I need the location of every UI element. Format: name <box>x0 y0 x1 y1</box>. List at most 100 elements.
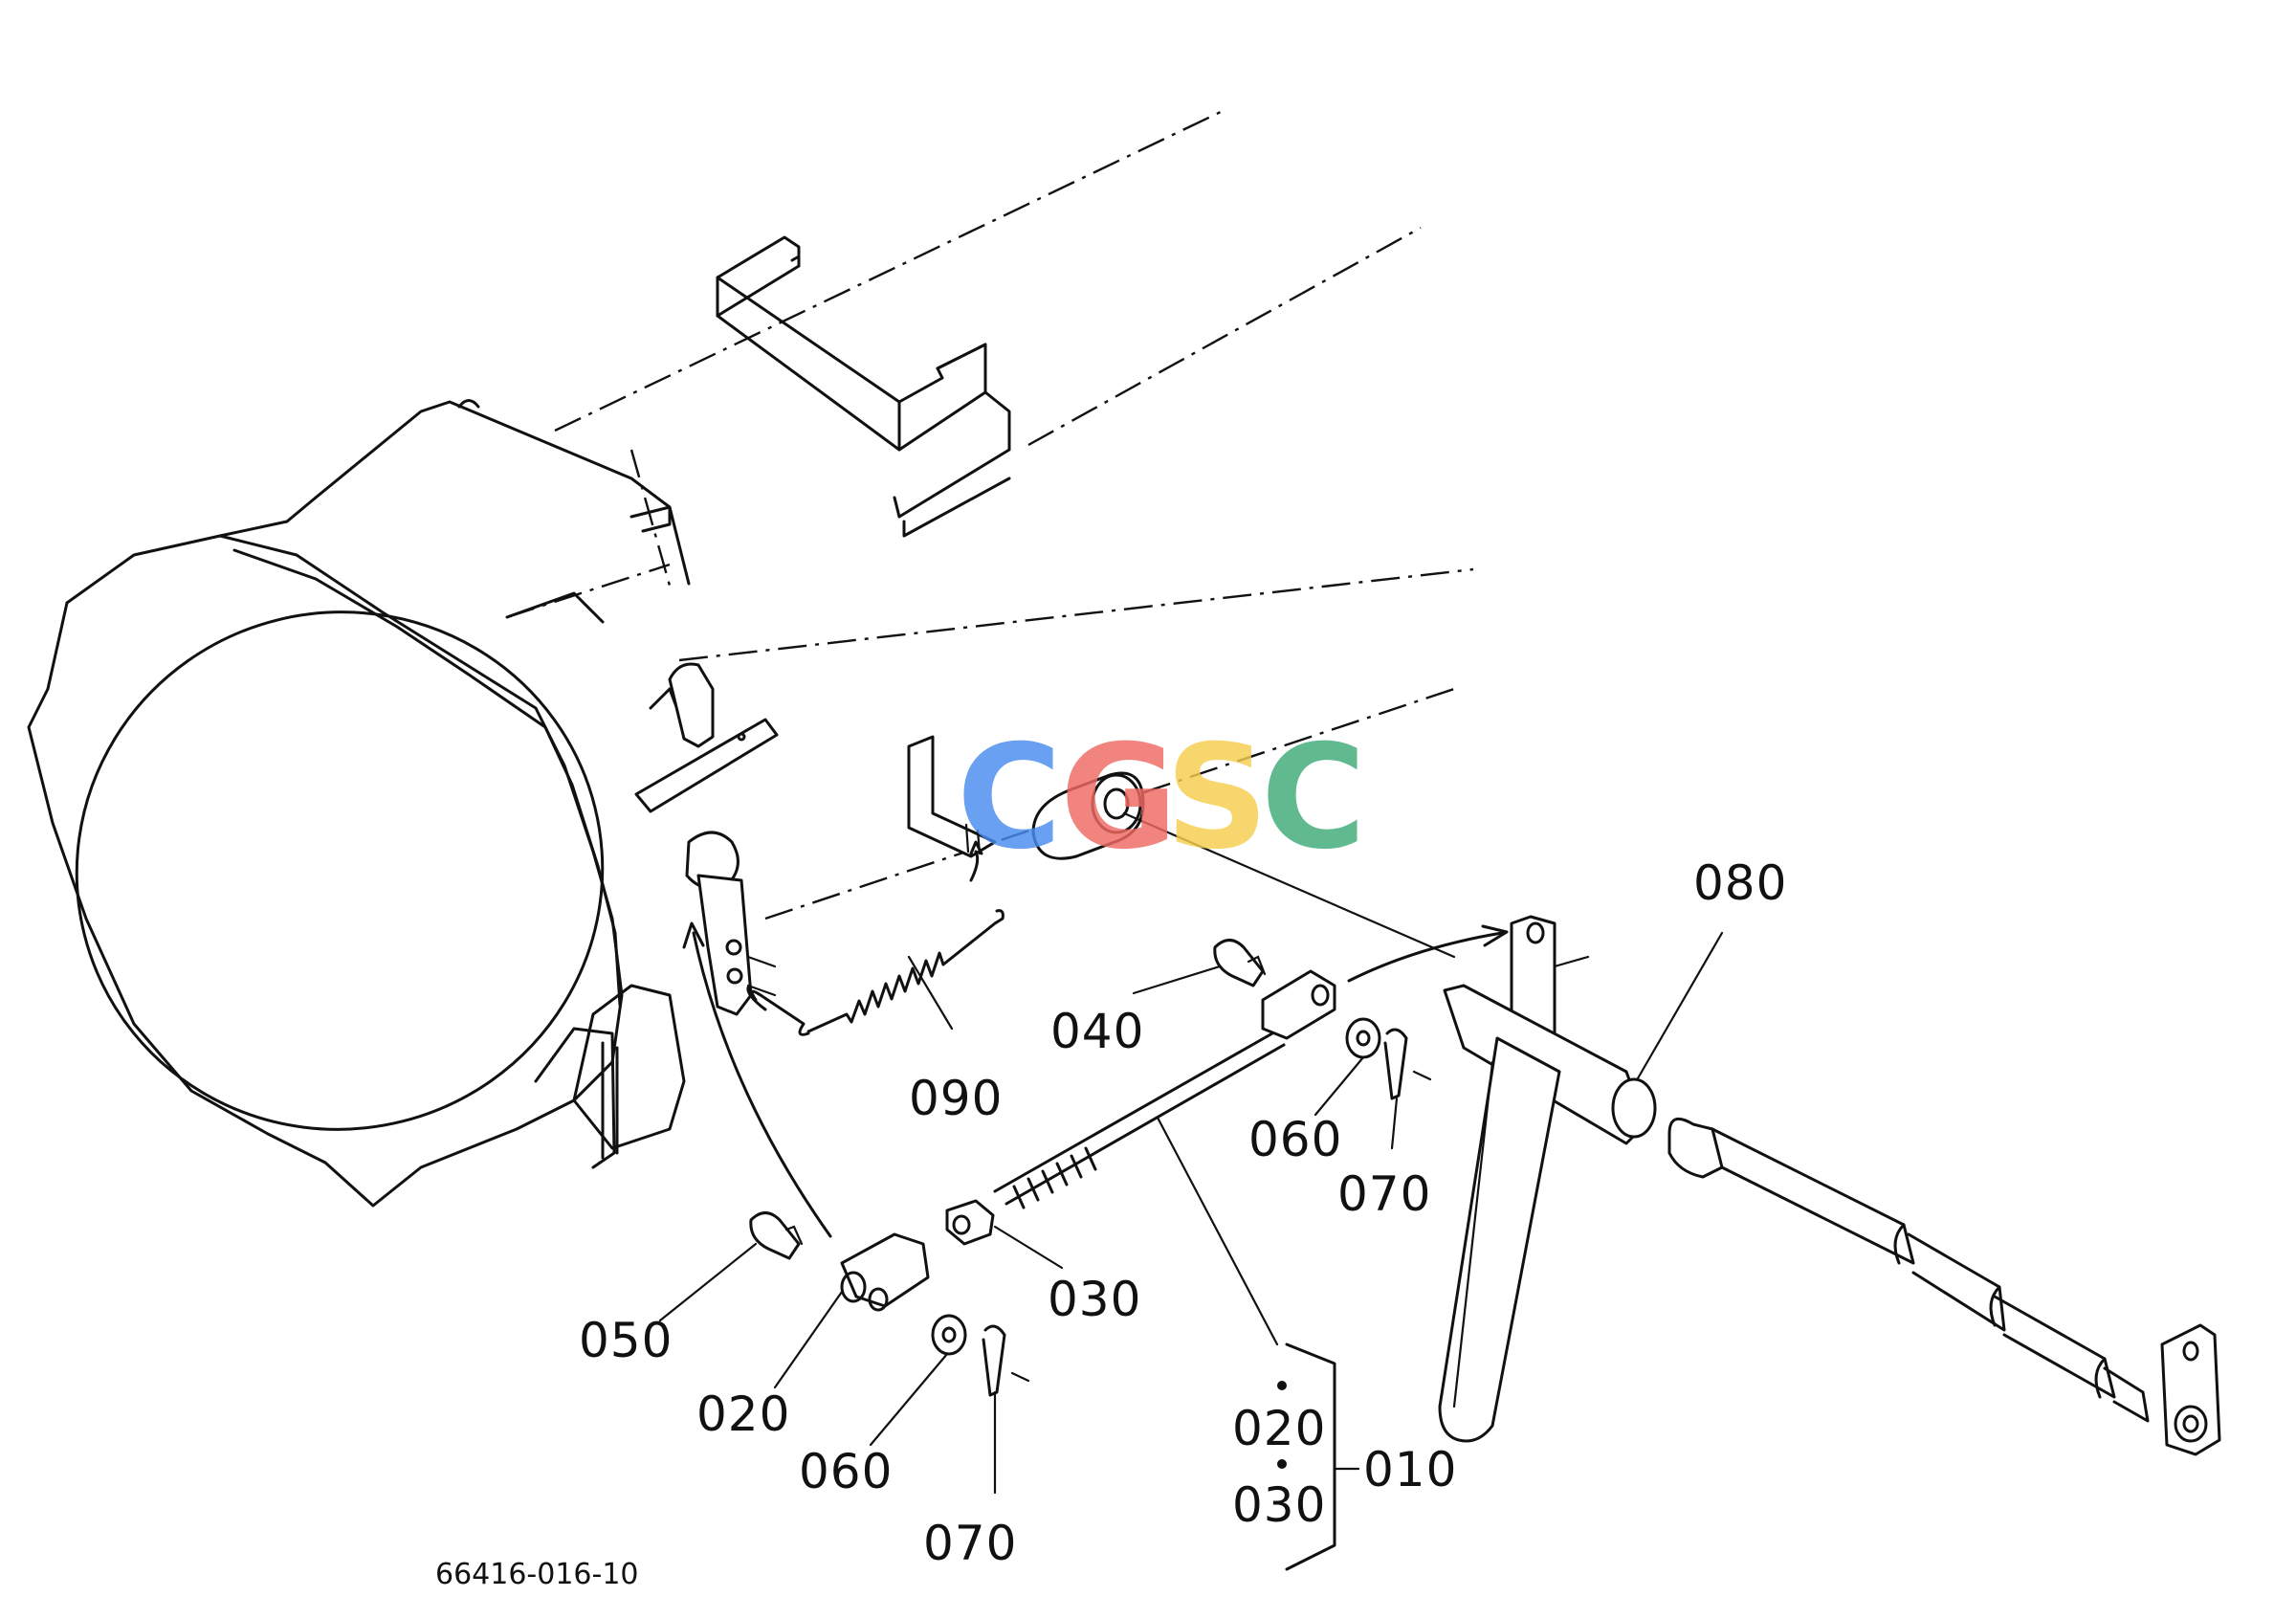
shaft-section-1 <box>1711 1127 1915 1265</box>
pedal-link-arrowhead <box>1481 924 1509 947</box>
phantom-line-upper <box>1027 226 1422 447</box>
watermark-letter-c1: C <box>957 715 1062 881</box>
clutch-pedal <box>1438 915 1657 1443</box>
rear-clevis <box>840 1232 930 1312</box>
pedal-cross-shaft <box>1667 1117 2221 1456</box>
spring-arrow-head <box>969 840 983 855</box>
group-member-030: 030 <box>1232 1477 1326 1533</box>
callout-090: 090 <box>909 1071 1003 1126</box>
watermark-letter-c2: C <box>1261 715 1366 881</box>
drawing-code: 66416-016-10 <box>435 1558 639 1591</box>
rear-clevis-hole-2 <box>868 1287 889 1312</box>
callout-030: 030 <box>1048 1272 1141 1327</box>
clevis-link-arrowhead <box>682 921 705 949</box>
housing-mount-edge <box>601 1041 619 1160</box>
bell-housing-opening <box>75 610 605 1131</box>
shaft-axis-line <box>1122 811 1456 959</box>
callout-060-lower: 060 <box>799 1444 893 1499</box>
spring-hook-right <box>941 909 1004 966</box>
end-plate-bore <box>2182 1414 2199 1433</box>
housing-notch <box>629 505 672 533</box>
lock-nut <box>945 1199 995 1246</box>
clevis-link-arrow <box>692 931 832 1238</box>
shaft-step-1 <box>1893 1223 1906 1265</box>
leader-070-upper <box>1390 1097 1399 1150</box>
leader-050 <box>658 1242 758 1322</box>
front-clevis-hole <box>1311 984 1330 1007</box>
spring-hook-arrow <box>969 850 980 882</box>
watermark-letter-g: G <box>1060 715 1178 881</box>
housing-mount-bracket <box>534 1027 616 1169</box>
callout-020: 020 <box>696 1386 790 1442</box>
end-plate-boss <box>2174 1405 2208 1443</box>
clevis-pins <box>749 939 1267 1260</box>
pedal-link-arrow <box>1347 931 1504 983</box>
watermark-logo: C G S C <box>957 715 1366 881</box>
anchor-bracket-body <box>907 735 997 858</box>
phantom-line-flange <box>629 449 672 587</box>
washer-upper-hole <box>1356 1030 1371 1047</box>
shaft-collar <box>1667 1117 1724 1179</box>
clevis-pin-040-tip <box>1247 955 1267 976</box>
saddle-lip <box>902 477 1011 538</box>
clevis-pin-040 <box>1213 939 1265 987</box>
housing-rib <box>505 591 605 624</box>
callout-070-upper: 070 <box>1337 1166 1431 1222</box>
washer-lower-hole <box>941 1326 957 1343</box>
end-plate-hole <box>2182 1341 2199 1362</box>
callout-080: 080 <box>1693 855 1787 911</box>
lock-nut-bore <box>952 1214 971 1235</box>
callout-040: 040 <box>1050 1004 1144 1059</box>
lever-pin-marks <box>746 955 777 997</box>
shaft-boss-body <box>1031 771 1145 860</box>
clevis-rod-assembly <box>993 969 1336 1209</box>
rod-upper-edge <box>993 1031 1274 1193</box>
callout-labels: 080 040 090 060 070 030 050 020 060 070 … <box>579 855 1787 1571</box>
washers <box>931 1017 1381 1356</box>
pedal-pin-mark <box>1553 955 1590 968</box>
pedal-hub-bore <box>1611 1077 1657 1139</box>
callout-050: 050 <box>579 1313 673 1368</box>
assembly-bracket <box>1285 1342 1336 1571</box>
washer-upper <box>1345 1017 1381 1059</box>
leader-010-rod <box>1156 1116 1279 1346</box>
housing-boss <box>457 399 480 409</box>
housing-flange-inner <box>232 548 622 1007</box>
phantom-line-top <box>554 108 1225 433</box>
watermark-letter-s: S <box>1165 715 1269 881</box>
clevis-pin-050-tip <box>784 1225 804 1246</box>
spring-hook-left <box>750 989 810 1036</box>
spring-coils <box>806 951 945 1033</box>
lever-rod-hole <box>726 967 743 985</box>
rod-threads <box>1012 1146 1097 1209</box>
frame-saddle-bracket <box>716 235 1011 538</box>
shaft-step-2 <box>1989 1285 2001 1327</box>
pedal-lever-edge <box>1452 1060 1494 1408</box>
transmission-housing <box>27 399 691 1208</box>
washer-lower <box>931 1314 967 1356</box>
shaft-end <box>2103 1366 2150 1423</box>
spring-lever-arrow <box>746 986 767 1011</box>
callout-010: 010 <box>1363 1442 1457 1497</box>
lever-arm-plate <box>634 718 779 813</box>
group-member-020: 020 <box>1232 1401 1326 1456</box>
group-bullet-030 <box>1277 1459 1287 1469</box>
lever-lower-arm <box>696 874 753 1016</box>
pedal-upper-hole <box>1526 921 1545 944</box>
housing-lower-mount <box>572 984 686 1150</box>
lever-spring-hole <box>725 939 742 956</box>
cross-shaft-boss <box>1031 771 1456 959</box>
saddle-tab <box>790 255 801 268</box>
leader-060-upper <box>1314 1055 1365 1117</box>
cotter-pins <box>982 1028 1432 1397</box>
phantom-line-mid <box>678 567 1474 662</box>
lever-hole <box>737 732 746 742</box>
shaft-step-3 <box>2094 1357 2107 1399</box>
group-bullet-020 <box>1277 1381 1287 1390</box>
leader-020 <box>773 1290 844 1389</box>
cotter-pin-marks <box>1010 1070 1432 1383</box>
motion-arrows <box>682 921 1509 1238</box>
shaft-boss-inner-bore <box>1103 787 1130 820</box>
